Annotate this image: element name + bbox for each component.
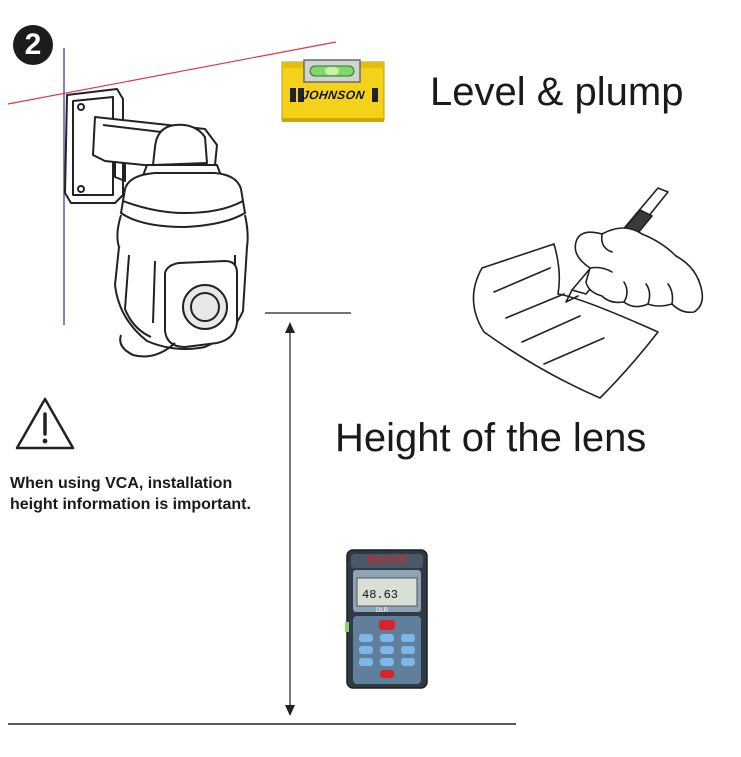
hand-writing-paper-illustration bbox=[472, 187, 704, 399]
level-plumb-label: Level & plump bbox=[430, 70, 684, 114]
spirit-level-tool bbox=[281, 59, 385, 122]
laser-distance-meter-illustration bbox=[345, 549, 428, 689]
level-brand-label: JOHNSON bbox=[301, 88, 366, 102]
warning-triangle-icon bbox=[15, 397, 75, 450]
step-number-badge: 2 bbox=[13, 25, 53, 65]
ptz-camera-illustration bbox=[64, 88, 249, 358]
meter-display-reading: 48.63 bbox=[362, 588, 399, 602]
vca-installation-note: When using VCA, installation height info… bbox=[10, 475, 251, 513]
lens-height-label: Height of the lens bbox=[335, 416, 647, 460]
meter-brand-label: BOSCH bbox=[368, 555, 407, 566]
meter-model-label: DLR bbox=[376, 608, 389, 614]
